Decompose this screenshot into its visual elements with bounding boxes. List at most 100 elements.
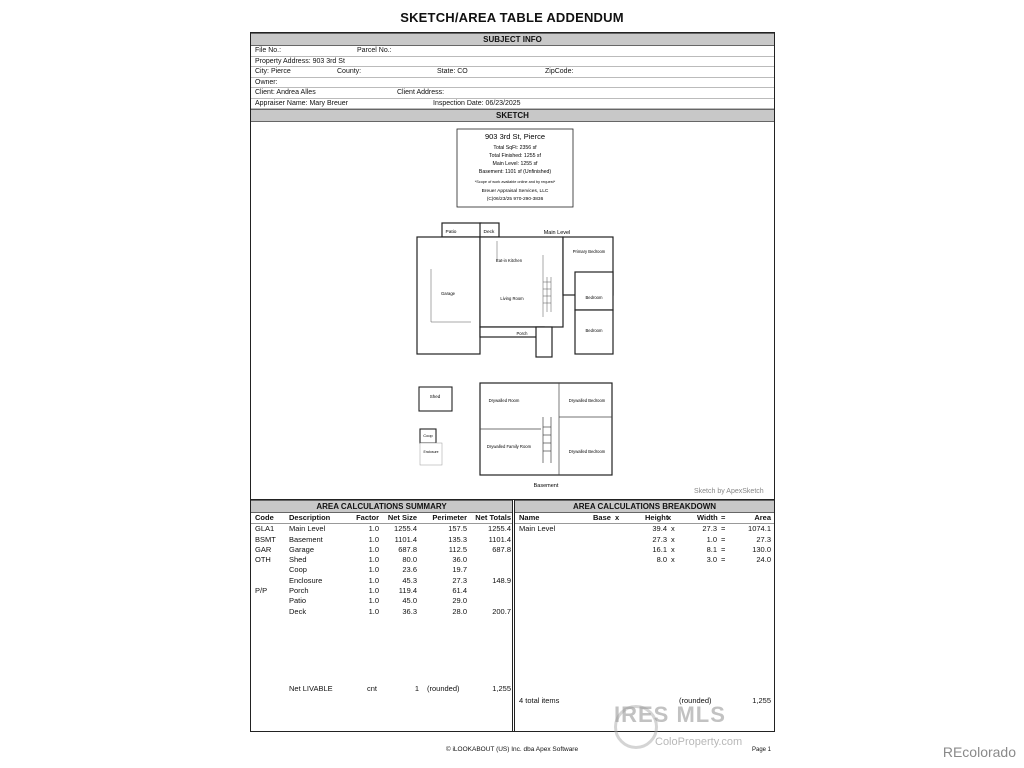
parcel-no: Parcel No.:	[357, 47, 392, 54]
shed-label: Shed	[430, 394, 441, 399]
floor-plan-drawing: 903 3rd St, Pierce Total SqFt: 2356 sf T…	[416, 128, 614, 489]
col-net-totals: Net Totals	[475, 513, 511, 522]
breakdown-cell: =	[721, 534, 726, 544]
summary-cell: 687.8	[398, 544, 417, 554]
state: State: CO	[437, 68, 468, 75]
summary-cell: 45.3	[402, 575, 417, 585]
summary-cell: Deck	[289, 606, 307, 616]
summary-cell: 36.3	[402, 606, 417, 616]
col-x1: x	[615, 513, 620, 522]
inspection-date: Inspection Date: 06/23/2025	[433, 99, 521, 107]
drywalled-bedroom2-label: Drywalled Bedroom	[569, 449, 606, 454]
net-livable-row: Net LIVABLE cnt 1 (rounded) 1,255	[251, 684, 513, 694]
summary-cell: 1101.4	[394, 534, 417, 544]
summary-cell: 19.7	[452, 565, 467, 575]
summary-cell: 687.8	[492, 544, 511, 554]
coloproperty-watermark: ColoProperty.com	[655, 736, 743, 748]
breakdown-cell: 27.3	[702, 524, 717, 534]
addendum-page: SUBJECT INFO File No.: Parcel No.: Prope…	[250, 32, 775, 732]
bedroom1-label: Bedroom	[586, 295, 604, 300]
shed-outline	[418, 386, 453, 412]
total-value: 1,255	[752, 696, 771, 705]
garage-label: Garage	[441, 291, 456, 296]
drywalled-family-room-label: Drywalled Family Room	[487, 444, 532, 449]
col-equals: =	[721, 513, 726, 522]
summary-cell: Enclosure	[289, 575, 323, 585]
drywalled-bedroom1-label: Drywalled Bedroom	[569, 398, 606, 403]
col-description: Description	[289, 513, 331, 522]
client-row: Client: Andrea Alles Client Address:	[251, 88, 774, 99]
summary-cell: P/P	[255, 586, 268, 596]
porch-label: Porch	[517, 331, 529, 336]
summary-cell: Basement	[289, 534, 323, 544]
breakdown-cell: =	[721, 524, 726, 534]
breakdown-cell: 130.0	[752, 544, 771, 554]
summary-cell: 61.4	[452, 586, 467, 596]
summary-cell: 1.0	[368, 524, 379, 534]
col-area: Area	[754, 513, 771, 522]
kitchen-label: Eat-in Kitchen	[496, 258, 523, 263]
col-name: Name	[519, 513, 540, 522]
porch-corner-outline	[535, 326, 553, 358]
summary-cell: 45.0	[402, 596, 417, 606]
appraiser-row: Appraiser Name: Mary Breuer Inspection D…	[251, 99, 774, 109]
zipcode: ZipCode:	[545, 68, 574, 75]
coop-label: Coop	[423, 433, 433, 438]
address-row: Property Address: 903 3rd St	[251, 57, 774, 67]
summary-cell: Shed	[289, 555, 307, 565]
info-line4: Main Level: 1255 sf	[493, 161, 539, 167]
recolorado-watermark: REcolorado	[942, 744, 1016, 760]
total-rounded: (rounded)	[679, 696, 712, 705]
city: City: Pierce	[255, 68, 291, 75]
summary-cell: 23.6	[402, 565, 417, 575]
net-livable-value: 1,255	[492, 684, 511, 693]
summary-cell: Patio	[289, 596, 307, 606]
summary-cell: Coop	[289, 565, 307, 575]
col-height: Height	[645, 513, 669, 522]
breakdown-cell: 27.3	[756, 534, 771, 544]
summary-cell: 1.0	[368, 555, 379, 565]
info-line5: Basement: 1101 sf (Unfinished)	[479, 169, 552, 175]
col-factor: Factor	[356, 513, 379, 522]
basement-label: Basement	[534, 483, 559, 489]
owner-row: Owner:	[251, 78, 774, 88]
summary-cell: 112.5	[448, 544, 467, 554]
summary-cell: Porch	[289, 586, 309, 596]
summary-cell: 80.0	[402, 555, 417, 565]
file-row: File No.: Parcel No.:	[251, 46, 774, 57]
ires-watermark: IRES MLS	[614, 702, 726, 727]
sketch-area: 903 3rd St, Pierce Total SqFt: 2356 sf T…	[251, 117, 774, 500]
summary-cell: 1255.4	[488, 524, 511, 534]
breakdown-cell: =	[721, 544, 726, 554]
breakdown-cell: 3.0	[706, 555, 717, 565]
enclosure-outline	[419, 442, 443, 466]
col-net-size: Net Size	[387, 513, 417, 522]
city-row: City: Pierce County: State: CO ZipCode:	[251, 67, 774, 78]
enclosure-label: Enclosure	[423, 450, 438, 454]
drywalled-room-label: Drywalled Room	[489, 398, 520, 403]
summary-cell: 157.5	[448, 524, 467, 534]
summary-cell: 1.0	[368, 565, 379, 575]
summary-cell: OTH	[255, 555, 271, 565]
breakdown-cell: x	[671, 534, 675, 544]
breakdown-cell: x	[671, 555, 675, 565]
summary-cell: GAR	[255, 544, 272, 554]
client: Client: Andrea Alles	[255, 89, 316, 96]
summary-cell: 1.0	[368, 534, 379, 544]
summary-cell: 27.3	[452, 575, 467, 585]
page-number: Page 1	[752, 747, 772, 753]
client-address: Client Address:	[397, 89, 445, 96]
area-summary-table: AREA CALCULATIONS SUMMARY Code Descripti…	[251, 500, 513, 731]
patio-label: Patio	[446, 229, 457, 235]
breakdown-cell: 39.4	[652, 524, 667, 534]
breakdown-cell: 16.1	[652, 544, 667, 554]
info-line8: (C)06/23/25 970-290-3836	[487, 196, 544, 202]
col-code: Code	[255, 513, 274, 522]
owner: Owner:	[255, 78, 278, 86]
